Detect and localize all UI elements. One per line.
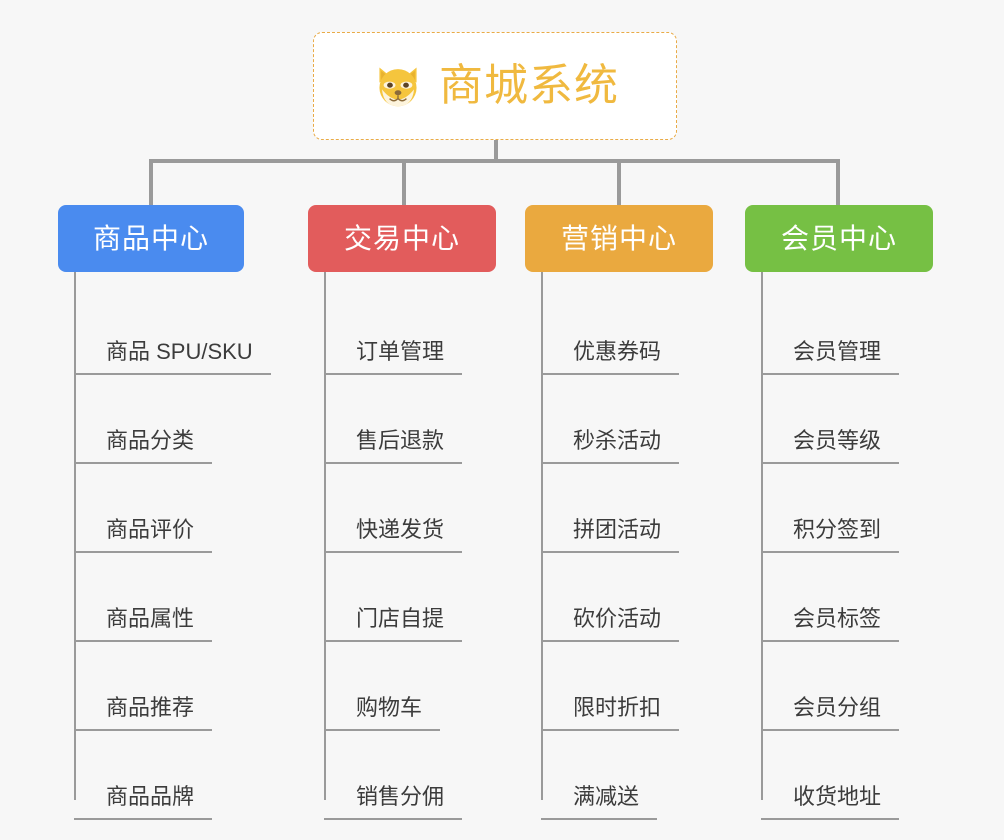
leaf-item[interactable]: 会员分组 <box>761 642 933 731</box>
leaf-item[interactable]: 收货地址 <box>761 731 933 820</box>
branch-trade-center: 交易中心 订单管理 售后退款 快递发货 门店自提 购物车 销售分佣 <box>308 205 496 820</box>
leaf-label: 商品品牌 <box>74 786 213 820</box>
leaf-label: 会员标签 <box>761 608 900 642</box>
connector-drop-1 <box>149 159 153 206</box>
branch-product-center: 商品中心 商品 SPU/SKU 商品分类 商品评价 商品属性 商品推荐 商品品牌 <box>58 205 271 820</box>
leaf-label: 会员分组 <box>761 697 900 731</box>
leaf-label: 会员管理 <box>761 341 900 375</box>
leaf-label: 售后退款 <box>324 430 463 464</box>
leaf-label: 销售分佣 <box>324 786 463 820</box>
leaf-item[interactable]: 优惠券码 <box>541 286 713 375</box>
leaf-item[interactable]: 门店自提 <box>324 553 496 642</box>
leaf-label: 优惠券码 <box>541 341 680 375</box>
leaf-item[interactable]: 商品属性 <box>74 553 271 642</box>
connector-drop-3 <box>617 159 621 206</box>
leaf-label: 商品评价 <box>74 519 213 553</box>
leaf-list-trade-center: 订单管理 售后退款 快递发货 门店自提 购物车 销售分佣 <box>308 272 496 820</box>
leaf-item[interactable]: 会员标签 <box>761 553 933 642</box>
leaf-label: 门店自提 <box>324 608 463 642</box>
connector-horizontal-bus <box>149 159 840 163</box>
branch-header-product-center[interactable]: 商品中心 <box>58 205 244 272</box>
leaf-item[interactable]: 满减送 <box>541 731 713 820</box>
leaf-label: 秒杀活动 <box>541 430 680 464</box>
leaf-label: 满减送 <box>541 786 658 820</box>
leaf-spine <box>761 272 763 800</box>
leaf-label: 收货地址 <box>761 786 900 820</box>
leaf-spine <box>541 272 543 800</box>
connector-drop-2 <box>402 159 406 206</box>
leaf-label: 积分签到 <box>761 519 900 553</box>
branch-marketing-center: 营销中心 优惠券码 秒杀活动 拼团活动 砍价活动 限时折扣 满减送 <box>525 205 713 820</box>
leaf-label: 商品推荐 <box>74 697 213 731</box>
leaf-item[interactable]: 拼团活动 <box>541 464 713 553</box>
leaf-label: 商品分类 <box>74 430 213 464</box>
leaf-item[interactable]: 商品品牌 <box>74 731 271 820</box>
shiba-dog-emoji <box>379 67 417 108</box>
connector-drop-4 <box>836 159 840 206</box>
leaf-item[interactable]: 限时折扣 <box>541 642 713 731</box>
leaf-item[interactable]: 商品评价 <box>74 464 271 553</box>
leaf-spine <box>324 272 326 800</box>
leaf-label: 商品 SPU/SKU <box>74 341 271 375</box>
branch-member-center: 会员中心 会员管理 会员等级 积分签到 会员标签 会员分组 收货地址 <box>745 205 933 820</box>
leaf-item[interactable]: 商品 SPU/SKU <box>74 286 271 375</box>
leaf-list-product-center: 商品 SPU/SKU 商品分类 商品评价 商品属性 商品推荐 商品品牌 <box>58 272 271 820</box>
leaf-item[interactable]: 砍价活动 <box>541 553 713 642</box>
branch-header-member-center[interactable]: 会员中心 <box>745 205 933 272</box>
leaf-label: 拼团活动 <box>541 519 680 553</box>
leaf-label: 砍价活动 <box>541 608 680 642</box>
leaf-list-marketing-center: 优惠券码 秒杀活动 拼团活动 砍价活动 限时折扣 满减送 <box>525 272 713 820</box>
leaf-label: 订单管理 <box>324 341 463 375</box>
connector-root-stem <box>494 140 498 163</box>
leaf-label: 购物车 <box>324 697 441 731</box>
leaf-spine <box>74 272 76 800</box>
leaf-label: 会员等级 <box>761 430 900 464</box>
leaf-item[interactable]: 商品分类 <box>74 375 271 464</box>
leaf-label: 商品属性 <box>74 608 213 642</box>
leaf-label: 快递发货 <box>324 519 463 553</box>
leaf-item[interactable]: 销售分佣 <box>324 731 496 820</box>
root-title: 商城系统 <box>439 61 619 110</box>
branch-header-marketing-center[interactable]: 营销中心 <box>525 205 713 272</box>
branch-header-trade-center[interactable]: 交易中心 <box>308 205 496 272</box>
leaf-item[interactable]: 秒杀活动 <box>541 375 713 464</box>
leaf-label: 限时折扣 <box>541 697 680 731</box>
root-node[interactable]: 商城系统 <box>313 32 677 140</box>
leaf-item[interactable]: 购物车 <box>324 642 496 731</box>
leaf-item[interactable]: 积分签到 <box>761 464 933 553</box>
leaf-item[interactable]: 商品推荐 <box>74 642 271 731</box>
leaf-list-member-center: 会员管理 会员等级 积分签到 会员标签 会员分组 收货地址 <box>745 272 933 820</box>
leaf-item[interactable]: 售后退款 <box>324 375 496 464</box>
leaf-item[interactable]: 订单管理 <box>324 286 496 375</box>
leaf-item[interactable]: 会员等级 <box>761 375 933 464</box>
leaf-item[interactable]: 会员管理 <box>761 286 933 375</box>
leaf-item[interactable]: 快递发货 <box>324 464 496 553</box>
